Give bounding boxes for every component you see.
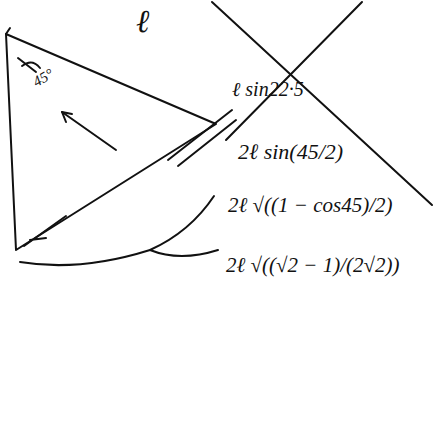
math-note: ℓ sin22·5 (232, 78, 304, 100)
math-note: 2ℓ √((√2 − 1)/(2√2)) (226, 254, 400, 277)
cross-line (226, 2, 362, 140)
brace-curve (20, 196, 214, 265)
math-note: 2ℓ √((1 − cos45)/2) (228, 194, 393, 217)
altitude-line (62, 112, 116, 150)
triangle-outline (6, 34, 216, 250)
math-note: 2ℓ sin(45/2) (238, 140, 343, 164)
base-arrow (24, 216, 66, 246)
leader-line (168, 110, 236, 166)
arrow-head (62, 112, 72, 122)
angle-arc (18, 58, 36, 72)
math-note: ℓ (136, 4, 149, 39)
cross-line (212, 2, 432, 205)
brace-curve (150, 250, 218, 256)
tick-mark (6, 28, 10, 34)
